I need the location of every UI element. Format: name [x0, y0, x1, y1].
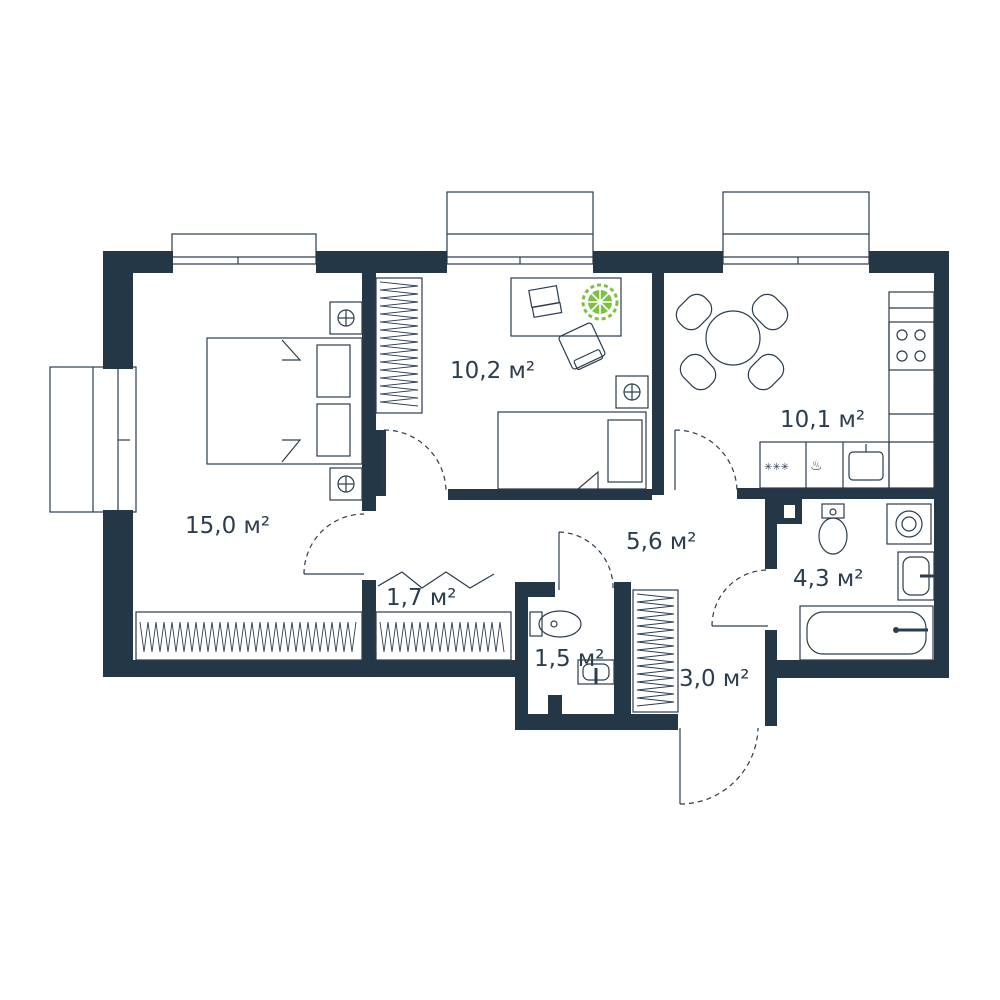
- area-labels: 15,0 м² 10,2 м² 10,1 м² 5,6 м² 4,3 м² 1,…: [185, 358, 865, 692]
- window-bay-bedroom: [171, 233, 317, 265]
- wall-bed-study: [362, 273, 376, 511]
- bathroom-sink-icon: [897, 551, 935, 601]
- laptop-icon: [528, 284, 563, 319]
- area-label-wc: 1,5 м²: [534, 646, 604, 672]
- door-swing-study: [383, 429, 447, 493]
- dining-chair: [679, 353, 717, 391]
- wall-wc-bottom: [528, 714, 678, 730]
- area-label-entry: 3,0 м²: [679, 666, 749, 692]
- window-bay-kitchen: [722, 191, 870, 265]
- dining-chair: [747, 353, 785, 391]
- door-swing-kitchen: [674, 429, 738, 493]
- kitchen-counter: [759, 291, 935, 489]
- door-swing-entry: [679, 727, 759, 805]
- door-swing-bathroom: [711, 569, 769, 627]
- wall-top-4: [869, 251, 949, 273]
- area-label-closet: 1,7 м²: [386, 585, 456, 611]
- wall-bottom-left: [103, 660, 415, 677]
- single-bed: [497, 411, 647, 490]
- nightstand-lamp-top: [329, 301, 363, 335]
- area-label-bedroom: 15,0 м²: [185, 513, 270, 539]
- plant-icon: [581, 283, 619, 321]
- bathtub-icon: [799, 605, 934, 661]
- wardrobe-closet: [375, 611, 512, 661]
- wall-left-lower: [103, 510, 133, 676]
- nightstand-lamp-study: [615, 375, 649, 409]
- wardrobe-bedroom: [135, 611, 363, 661]
- door-swing-bedroom: [303, 513, 365, 575]
- desk-chair: [558, 322, 606, 370]
- area-label-kitchen: 10,1 м²: [780, 407, 865, 433]
- stove-icon: [888, 321, 935, 371]
- washing-machine-icon: [886, 503, 932, 545]
- double-bed: [206, 337, 363, 465]
- window-bay-side: [49, 366, 137, 513]
- wall-closet-left: [362, 580, 376, 662]
- wall-kitchen-bottom: [737, 488, 934, 499]
- area-label-bathroom: 4,3 м²: [793, 566, 863, 592]
- door-bifold-closet: [377, 571, 495, 589]
- area-label-hall: 5,6 м²: [626, 529, 696, 555]
- area-label-study: 10,2 м²: [450, 358, 535, 384]
- dishwasher-icon: ♨: [810, 458, 823, 474]
- wall-bed-study-nib: [376, 430, 386, 496]
- toilet-bathroom-icon: [818, 503, 848, 555]
- wall-study-bottom: [448, 489, 652, 500]
- window-bays: [49, 191, 870, 513]
- wall-bottom-right: [766, 660, 949, 678]
- wall-top-2: [316, 251, 447, 273]
- toilet-wc-icon: [529, 610, 582, 638]
- wall-left-upper: [103, 251, 133, 369]
- door-swing-wc: [558, 531, 614, 591]
- wall-wc-shaft: [548, 695, 562, 714]
- wall-wc-right: [614, 582, 631, 730]
- hob-marks-icon: ✳✳✳: [764, 462, 789, 473]
- doors: [303, 429, 769, 805]
- window-bay-study: [446, 191, 594, 265]
- wardrobes: [135, 277, 679, 713]
- dining-chair: [675, 293, 713, 331]
- wall-top-3: [593, 251, 723, 273]
- dining-chair: [751, 293, 789, 331]
- wall-wc-left: [515, 582, 528, 730]
- wall-bottom-mid: [415, 660, 515, 677]
- wall-study-kitchen: [652, 273, 664, 495]
- wc-sink-icon: [577, 659, 615, 685]
- kitchen-sink-icon: [848, 444, 884, 481]
- dining-table: [675, 293, 789, 391]
- wall-right: [934, 251, 949, 678]
- desk: [510, 277, 622, 337]
- nightstand-lamp-bottom: [329, 467, 363, 501]
- svg-text:♨: ♨: [810, 458, 823, 474]
- wall-bath-left-a: [765, 499, 777, 569]
- wardrobe-study: [375, 277, 423, 414]
- wall-bath-left-b: [765, 630, 777, 726]
- walls: [103, 251, 949, 730]
- svg-text:✳✳✳: ✳✳✳: [764, 462, 789, 473]
- wardrobe-entry: [632, 589, 679, 713]
